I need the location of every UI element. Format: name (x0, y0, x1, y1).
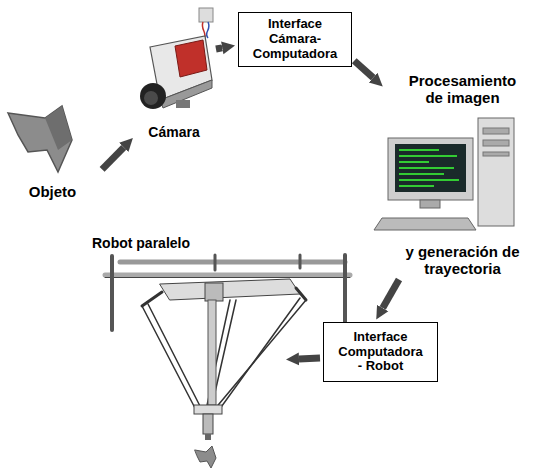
camera-junction-box (199, 8, 213, 22)
flow-arrow (354, 61, 373, 78)
monitor (388, 138, 473, 200)
frame-post (343, 255, 347, 325)
box-label: Interface Cámara- Computadora (248, 17, 343, 62)
keyboard (374, 218, 476, 230)
camera-lens-glass (144, 91, 158, 105)
object-shade (45, 106, 72, 150)
object-node: Objeto (5, 105, 100, 200)
drive-bay (483, 140, 509, 146)
camera-wire (206, 22, 209, 38)
camera-node: Cámara (135, 5, 213, 140)
camera-lens (140, 83, 166, 109)
screen-lines (399, 149, 459, 187)
frame-rail (105, 273, 350, 278)
moving-platform (194, 405, 222, 414)
flow-arrow (216, 48, 222, 49)
monitor-screen (395, 144, 466, 192)
flow-arrow (383, 280, 399, 309)
frame-post (299, 255, 302, 268)
upper-arm (296, 288, 306, 300)
interface-box: Interface Cámara- Computadora (238, 12, 352, 67)
frame-rail (120, 260, 345, 265)
end-effector (203, 414, 213, 434)
monitor-stand (420, 200, 440, 208)
robot-node: Robot paralelo (88, 235, 283, 470)
parallel-rods (142, 298, 306, 410)
computer-tower (478, 118, 514, 226)
picked-object (195, 446, 216, 468)
upper-arm (142, 292, 162, 306)
node-heading: Procesamiento de imagen (400, 72, 525, 107)
camera-mount (176, 100, 190, 108)
motor (205, 283, 223, 301)
frame-post (214, 255, 217, 270)
box-label: Interface Computadora - Robot (335, 330, 427, 375)
end-effector-tip (205, 434, 211, 440)
node-caption: y generación de trayectoria (400, 243, 525, 278)
drive-bay (483, 152, 509, 156)
frame-post (110, 256, 114, 330)
node-heading: Robot paralelo (92, 235, 190, 251)
base-plate (160, 279, 300, 300)
node-heading: Cámara (148, 124, 199, 140)
computer-node: Procesamiento de imagen y generación de t… (385, 72, 540, 277)
interface-box: Interface Computadora - Robot (323, 322, 438, 382)
node-heading: Objeto (29, 183, 77, 200)
camera-side (160, 80, 212, 108)
flow-arrow (299, 355, 320, 363)
computer-picture (374, 118, 514, 230)
object-shape (8, 106, 72, 172)
flow-arrow (102, 147, 124, 169)
frame-rail-edge (105, 277, 350, 278)
robot-picture (105, 255, 350, 468)
drive-bay (483, 128, 509, 134)
camera-label-panel (175, 40, 207, 77)
object-picture (8, 106, 72, 172)
telescopic-shaft (208, 300, 216, 405)
camera-picture (140, 8, 213, 109)
